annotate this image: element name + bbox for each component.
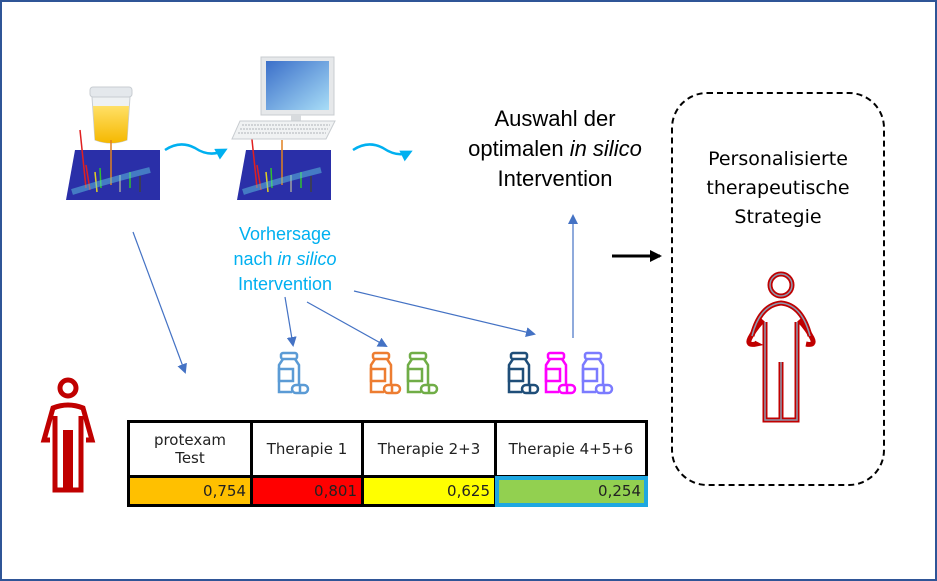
- medicine-bottle-icon: [507, 351, 540, 395]
- arrow-to-therapy-4-5-6: [353, 290, 536, 338]
- strategy-line-2: therapeutische: [706, 177, 850, 199]
- 2d-gel-spectrum-icon: [66, 129, 160, 200]
- prediction-line-3: Intervention: [237, 274, 333, 294]
- selection-line-2: optimalen in silico: [430, 134, 680, 164]
- prediction-label: Vorhersage nach in silico Intervention: [205, 222, 365, 297]
- prediction-line-2-italic: in silico: [277, 249, 337, 269]
- selection-line-1: Auswahl der: [494, 106, 616, 131]
- prediction-line-1: Vorhersage: [238, 224, 332, 244]
- selection-line-2-prefix: optimalen: [468, 136, 570, 161]
- person-leg-fill: [63, 430, 73, 488]
- value-therapy-4-5-6: 0,254: [494, 475, 648, 507]
- medicine-bottle-icon: [406, 351, 439, 395]
- header-therapy-2-3: Therapie 2+3: [361, 420, 497, 478]
- value-protexam-test: 0,754: [127, 475, 253, 507]
- urine-sample-cup-icon: [89, 86, 133, 144]
- arrow-to-therapy-2-3: [306, 301, 388, 347]
- arrow-to-table: [132, 231, 187, 374]
- medicine-bottle-icon: [277, 351, 310, 395]
- selection-line-2-italic: in silico: [569, 136, 642, 161]
- computer-icon: [231, 56, 336, 140]
- arrow-to-therapy-1: [284, 296, 297, 347]
- selection-line-3: Intervention: [497, 166, 613, 191]
- prediction-line-2-prefix: nach: [233, 249, 278, 269]
- strategy-line-1: Personalisierte: [708, 148, 848, 170]
- header-therapy-1: Therapie 1: [250, 420, 364, 478]
- value-therapy-1: 0,801: [250, 475, 364, 507]
- header-line-1: protexam: [153, 431, 227, 449]
- medicine-bottle-icon: [581, 351, 614, 395]
- flow-wave-arrow: [164, 143, 228, 160]
- flow-wave-arrow: [352, 143, 413, 162]
- medicine-bottle-icon: [369, 351, 402, 395]
- value-therapy-2-3: 0,625: [361, 475, 497, 507]
- header-therapy-4-5-6: Therapie 4+5+6: [494, 420, 648, 478]
- header-line-2: Test: [175, 449, 205, 467]
- strategy-box: [671, 92, 885, 486]
- 2d-gel-spectrum-icon: [237, 129, 331, 200]
- strategy-label: Personalisierte therapeutische Strategie: [671, 145, 885, 232]
- strategy-line-3: Strategie: [734, 206, 822, 228]
- table-value-row: 0,754 0,801 0,625 0,254: [127, 475, 648, 507]
- medicine-bottle-icon: [544, 351, 577, 395]
- selection-label: Auswahl der optimalen in silico Interven…: [430, 104, 680, 194]
- prediction-line-2: nach in silico: [205, 247, 365, 272]
- person-icon: [746, 271, 816, 423]
